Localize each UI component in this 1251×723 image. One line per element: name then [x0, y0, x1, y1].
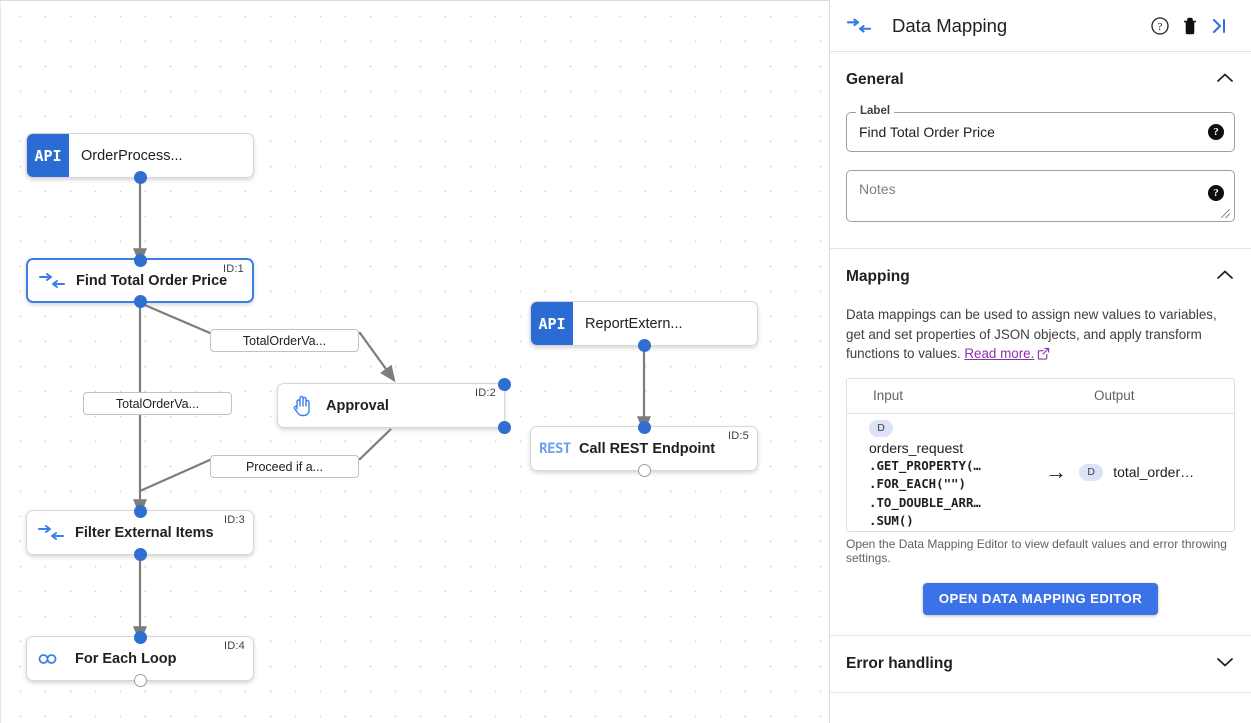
node-title: Filter External Items: [75, 524, 214, 541]
node-title: OrderProcess...: [81, 147, 183, 164]
api-badge: API: [27, 134, 69, 177]
node-find-total-order-price[interactable]: ID:1 Find Total Order Price: [26, 253, 254, 308]
input-expression: .GET_PROPERTY(… .FOR_EACH("") .TO_DOUBLE…: [869, 457, 981, 529]
edge-label-total-order-value-1[interactable]: TotalOrderVa...: [210, 329, 359, 352]
node-report-external[interactable]: API ReportExtern...: [530, 301, 758, 352]
mapping-description: Data mappings can be used to assign new …: [846, 305, 1235, 366]
output-variable-name: total_order…: [1113, 464, 1195, 480]
panel-header: Data Mapping ?: [830, 0, 1251, 52]
node-output-port[interactable]: [133, 547, 147, 561]
mapping-table: Input Output D orders_request .GET_PROPE…: [846, 377, 1235, 532]
node-call-rest-endpoint[interactable]: ID:5 REST Call REST Endpoint: [530, 420, 758, 477]
chevron-down-icon[interactable]: [1215, 655, 1235, 673]
mapping-arrow-icon: →: [1044, 459, 1067, 484]
node-output-port[interactable]: [497, 420, 511, 434]
column-header-output: Output: [1093, 388, 1135, 403]
section-error-handling-header[interactable]: Error handling: [846, 636, 1235, 692]
mapping-output-cell: D total_order…: [1079, 463, 1234, 481]
node-id-badge: ID:2: [475, 387, 496, 399]
divider: [830, 691, 1251, 693]
read-more-link[interactable]: Read more.: [964, 346, 1035, 361]
node-approval[interactable]: ID:2 Approval: [277, 377, 511, 434]
edge-label-proceed-if-approved[interactable]: Proceed if a...: [210, 455, 359, 478]
canvas-left-rule: [0, 1, 1, 723]
node-input-port[interactable]: [497, 377, 511, 391]
svg-text:?: ?: [1158, 21, 1163, 33]
node-output-port[interactable]: [133, 170, 147, 184]
rest-badge-label: REST: [539, 440, 571, 457]
node-title: Find Total Order Price: [76, 272, 228, 289]
label-field[interactable]: Label Find Total Order Price ?: [846, 105, 1235, 152]
open-data-mapping-editor-button[interactable]: OPEN DATA MAPPING EDITOR: [922, 582, 1159, 615]
page-title: Data Mapping: [892, 14, 1008, 36]
help-circle-icon[interactable]: ?: [1145, 11, 1175, 41]
node-output-port[interactable]: [637, 338, 651, 352]
node-title: ReportExtern...: [585, 315, 683, 332]
collapse-right-icon[interactable]: [1205, 11, 1235, 41]
node-id-badge: ID:5: [728, 430, 749, 442]
node-input-port[interactable]: [637, 420, 651, 434]
node-input-port[interactable]: [133, 253, 147, 267]
resize-handle[interactable]: [1221, 209, 1230, 218]
chevron-up-icon[interactable]: [1215, 71, 1235, 89]
data-mapping-icon: [844, 11, 874, 41]
node-input-port[interactable]: [133, 630, 147, 644]
section-mapping-header[interactable]: Mapping: [846, 249, 1235, 305]
section-title: Error handling: [846, 654, 953, 672]
section-title: Mapping: [846, 268, 910, 285]
mapping-input-cell: D orders_request .GET_PROPERTY(… .FOR_EA…: [847, 414, 1033, 531]
divider: [830, 634, 1251, 636]
input-type-badge: D: [869, 419, 893, 437]
node-order-process[interactable]: API OrderProcess...: [26, 133, 254, 184]
notes-field[interactable]: Notes ?: [846, 170, 1235, 222]
mapping-hint: Open the Data Mapping Editor to view def…: [846, 536, 1227, 565]
edge-label-total-order-value-2[interactable]: TotalOrderVa...: [83, 392, 232, 415]
node-title: Approval: [326, 397, 389, 414]
label-field-legend: Label: [856, 105, 895, 117]
hand-icon: [278, 384, 326, 427]
node-output-port[interactable]: [637, 463, 651, 477]
help-icon[interactable]: ?: [1208, 124, 1224, 140]
trash-icon[interactable]: [1175, 11, 1205, 41]
node-output-port[interactable]: [133, 294, 147, 308]
api-badge: API: [531, 302, 573, 345]
section-general: General Label Find Total Order Price ? N…: [830, 52, 1251, 222]
workflow-canvas[interactable]: API OrderProcess... ID:1 Find Total Orde…: [0, 0, 829, 723]
data-mapping-icon: [27, 511, 75, 554]
notes-field-placeholder: Notes: [859, 181, 896, 197]
editor-button-wrap: OPEN DATA MAPPING EDITOR: [846, 582, 1235, 615]
rest-icon: REST: [531, 427, 579, 470]
table-row[interactable]: D orders_request .GET_PROPERTY(… .FOR_EA…: [847, 414, 1234, 531]
node-filter-external-items[interactable]: ID:3 Filter External Items: [26, 504, 254, 561]
help-icon[interactable]: ?: [1208, 185, 1224, 201]
node-title: For Each Loop: [75, 650, 177, 667]
node-id-badge: ID:4: [224, 640, 245, 652]
external-link-icon[interactable]: [1037, 346, 1050, 366]
column-header-input: Input: [873, 388, 904, 403]
node-for-each-loop[interactable]: ID:4 For Each Loop: [26, 630, 254, 687]
node-output-port[interactable]: [133, 673, 147, 687]
node-id-badge: ID:1: [223, 263, 244, 275]
node-input-port[interactable]: [133, 504, 147, 518]
chevron-up-icon[interactable]: [1215, 268, 1235, 286]
output-type-badge: D: [1079, 463, 1104, 481]
node-title: Call REST Endpoint: [579, 440, 716, 457]
section-general-header[interactable]: General: [846, 52, 1235, 108]
connector-edges: [132, 178, 652, 643]
mapping-table-header: Input Output: [847, 379, 1234, 414]
loop-icon: [27, 637, 75, 680]
divider: [830, 248, 1251, 249]
section-title: General: [846, 71, 904, 88]
data-mapping-icon: [28, 260, 76, 301]
properties-panel: Data Mapping ? Gen: [829, 0, 1251, 723]
section-error-handling: Error handling: [830, 636, 1251, 692]
section-mapping: Mapping Data mappings can be used to ass…: [830, 249, 1251, 635]
label-field-value: Find Total Order Price: [859, 124, 995, 140]
node-id-badge: ID:3: [224, 514, 245, 526]
mapping-description-text: Data mappings can be used to assign new …: [846, 307, 1217, 361]
input-variable-name: orders_request: [869, 439, 964, 456]
